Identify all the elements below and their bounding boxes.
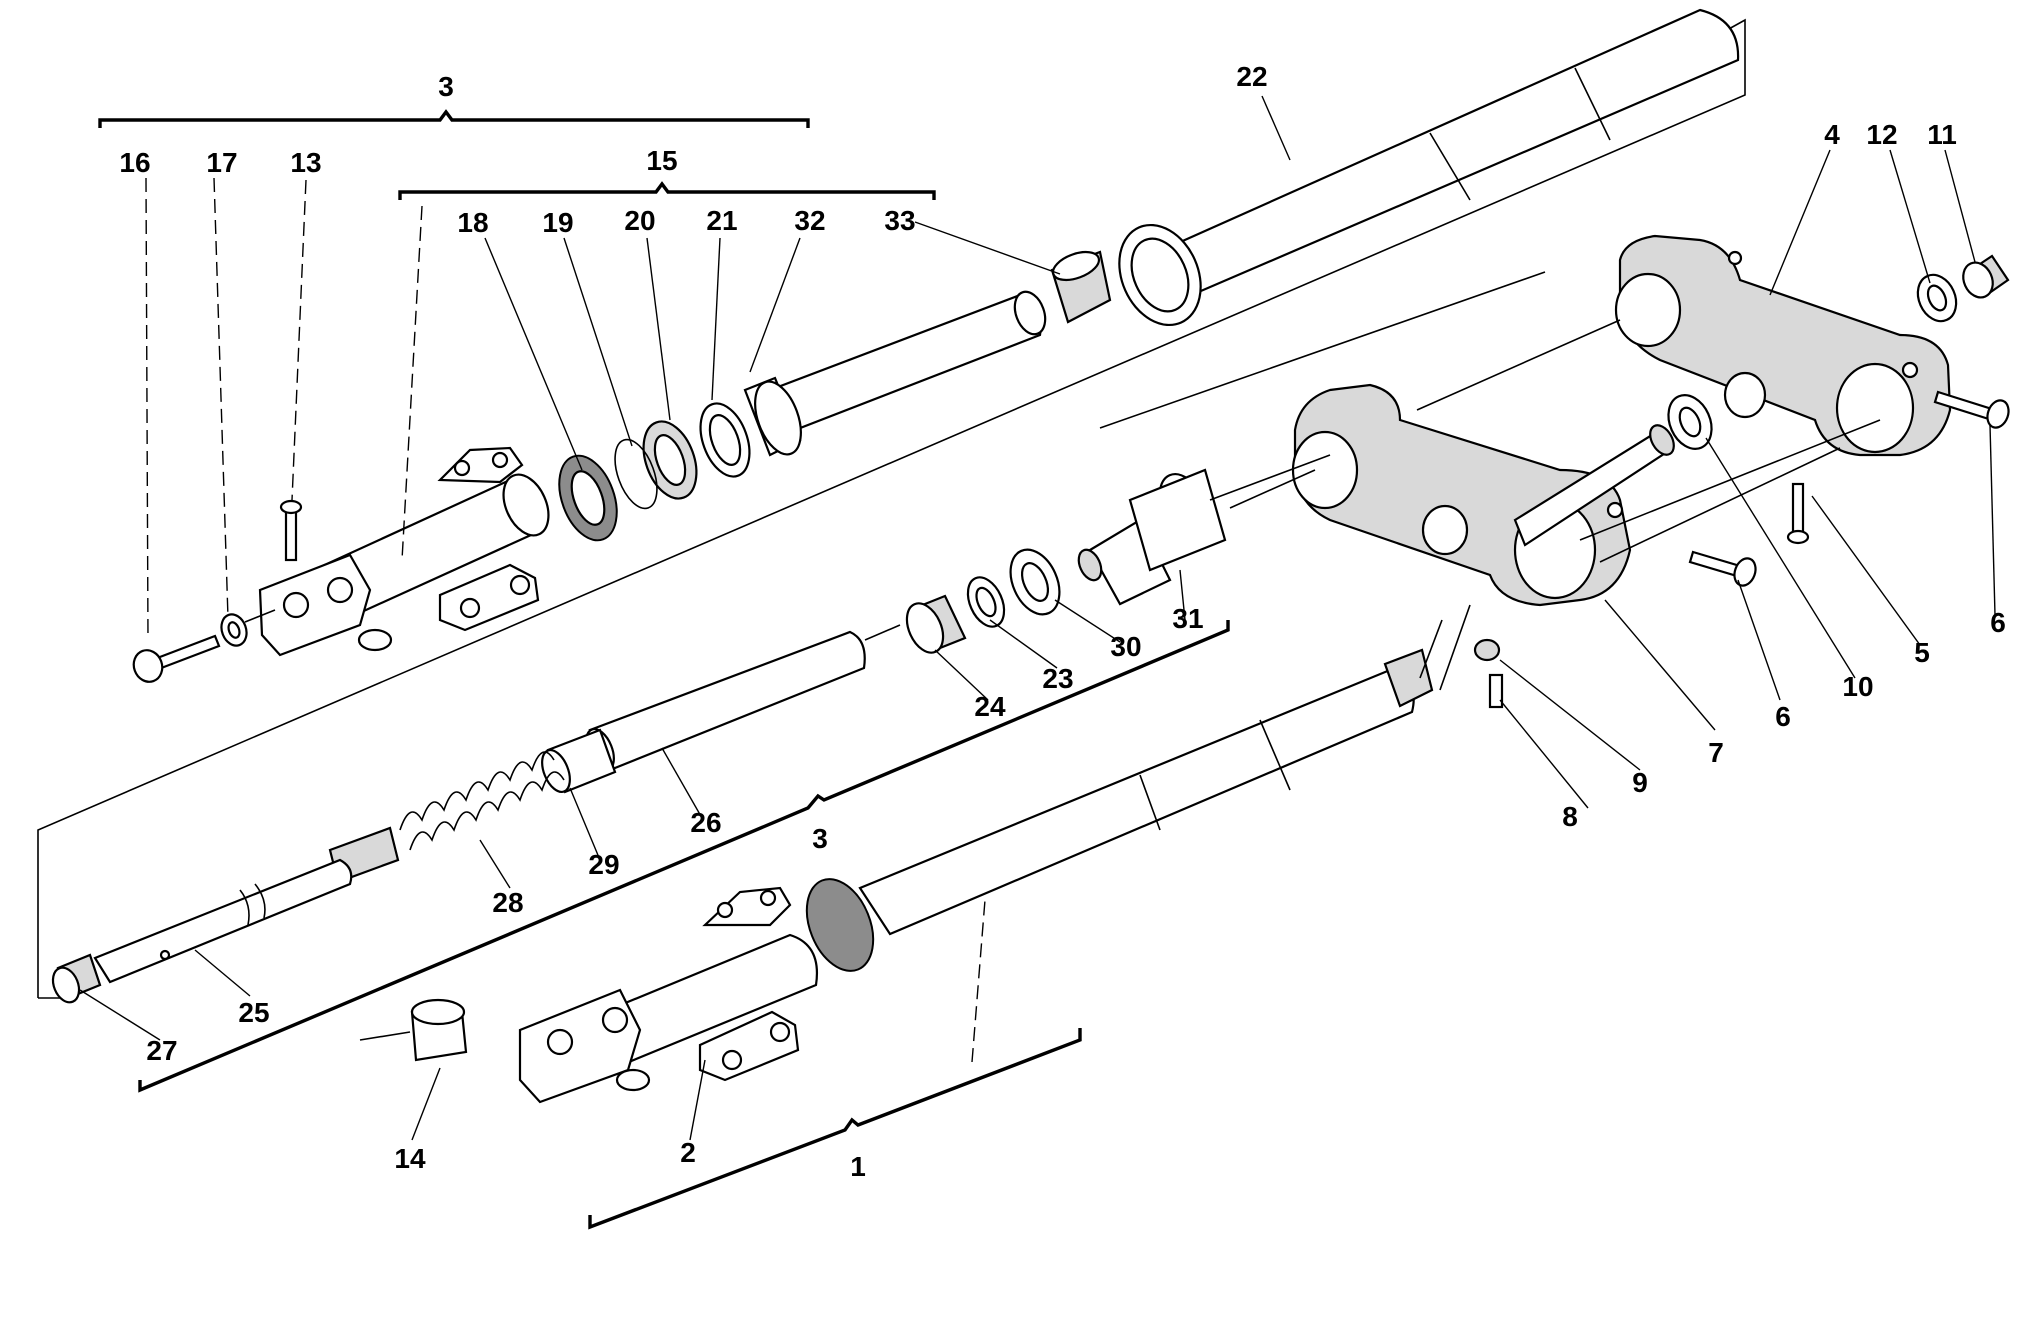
bolt-6-upper xyxy=(1933,390,2010,429)
damper-adjuster-31 xyxy=(1077,468,1227,606)
callout-30: 30 xyxy=(1110,631,1141,662)
circlip-19 xyxy=(614,438,658,510)
bracket-group-1 xyxy=(588,1028,1082,1230)
callout-16: 16 xyxy=(119,147,150,178)
upper-triple-clamp xyxy=(1614,234,1952,457)
callout-27: 27 xyxy=(146,1035,177,1066)
callout-20: 20 xyxy=(624,205,655,236)
spacer-14 xyxy=(410,998,468,1062)
callout-6-mid: 6 xyxy=(1775,701,1791,732)
bracket-group-3-bottom xyxy=(138,620,1230,1093)
guide-lines xyxy=(244,271,1881,1041)
dust-seal-lower xyxy=(805,878,875,972)
spring-28 xyxy=(328,751,565,884)
callout-31: 31 xyxy=(1172,603,1203,634)
callout-21: 21 xyxy=(706,205,737,236)
bushing-33 xyxy=(1050,250,1112,324)
callout-29: 29 xyxy=(588,849,619,880)
callout-13: 13 xyxy=(290,147,321,178)
nut-11 xyxy=(1962,254,2010,299)
callout-14: 14 xyxy=(394,1143,426,1174)
washer-12 xyxy=(1916,273,1958,323)
nut-9 xyxy=(1473,638,1501,662)
callout-26: 26 xyxy=(690,807,721,838)
washer-17 xyxy=(220,613,248,647)
callout-12: 12 xyxy=(1866,119,1897,150)
ring-nut-10 xyxy=(1667,394,1713,450)
damper-rod-25 xyxy=(93,858,353,984)
ring-21 xyxy=(699,402,751,478)
piston-29 xyxy=(541,728,617,794)
bolt-5 xyxy=(1786,482,1810,545)
leader-lines xyxy=(79,95,1996,1141)
slider-upper xyxy=(258,446,550,657)
callout-3-top: 3 xyxy=(438,71,454,102)
callout-3-bottom: 3 xyxy=(812,823,828,854)
callout-9: 9 xyxy=(1632,767,1648,798)
damper-tube-26 xyxy=(585,630,866,772)
bracket-group-3-top xyxy=(98,109,810,128)
callout-10: 10 xyxy=(1842,671,1873,702)
inner-tube-lower xyxy=(858,648,1434,936)
callout-33: 33 xyxy=(884,205,915,236)
callout-11: 11 xyxy=(1927,119,1957,150)
washer-30 xyxy=(1009,548,1061,616)
inner-tube-upper xyxy=(768,290,1047,432)
callout-28: 28 xyxy=(492,887,523,918)
callout-25: 25 xyxy=(238,997,269,1028)
callout-19: 19 xyxy=(542,207,573,238)
steering-stem xyxy=(1513,424,1675,547)
screw-13 xyxy=(279,499,303,562)
cap-24 xyxy=(905,594,967,654)
bushing-32 xyxy=(743,376,802,457)
callout-2: 2 xyxy=(680,1137,696,1168)
callout-6-right: 6 xyxy=(1990,607,2006,638)
callout-32: 32 xyxy=(794,205,825,236)
bolt-6-lower xyxy=(1688,550,1757,587)
slider-lower xyxy=(518,886,818,1104)
callout-23: 23 xyxy=(1042,663,1073,694)
bolt-16 xyxy=(132,634,221,683)
seal-20 xyxy=(642,420,698,500)
callout-7: 7 xyxy=(1708,737,1724,768)
outer-fork-tube xyxy=(1118,8,1740,327)
dust-seal-18 xyxy=(558,454,618,542)
callout-24: 24 xyxy=(974,691,1006,722)
callout-22: 22 xyxy=(1236,61,1267,92)
bracket-group-15 xyxy=(398,181,936,200)
end-cap-27 xyxy=(51,953,102,1004)
callout-4: 4 xyxy=(1824,119,1840,150)
ring-23 xyxy=(966,576,1006,628)
callout-17: 17 xyxy=(206,147,237,178)
grub-screw-8 xyxy=(1488,673,1504,709)
callout-5: 5 xyxy=(1914,637,1930,668)
callout-15: 15 xyxy=(646,145,677,176)
callout-18: 18 xyxy=(457,207,488,238)
callout-1: 1 xyxy=(850,1151,866,1182)
callout-labels: 3 15 16 17 13 18 19 20 21 32 33 22 4 12 … xyxy=(119,61,2005,1182)
callout-8: 8 xyxy=(1562,801,1578,832)
